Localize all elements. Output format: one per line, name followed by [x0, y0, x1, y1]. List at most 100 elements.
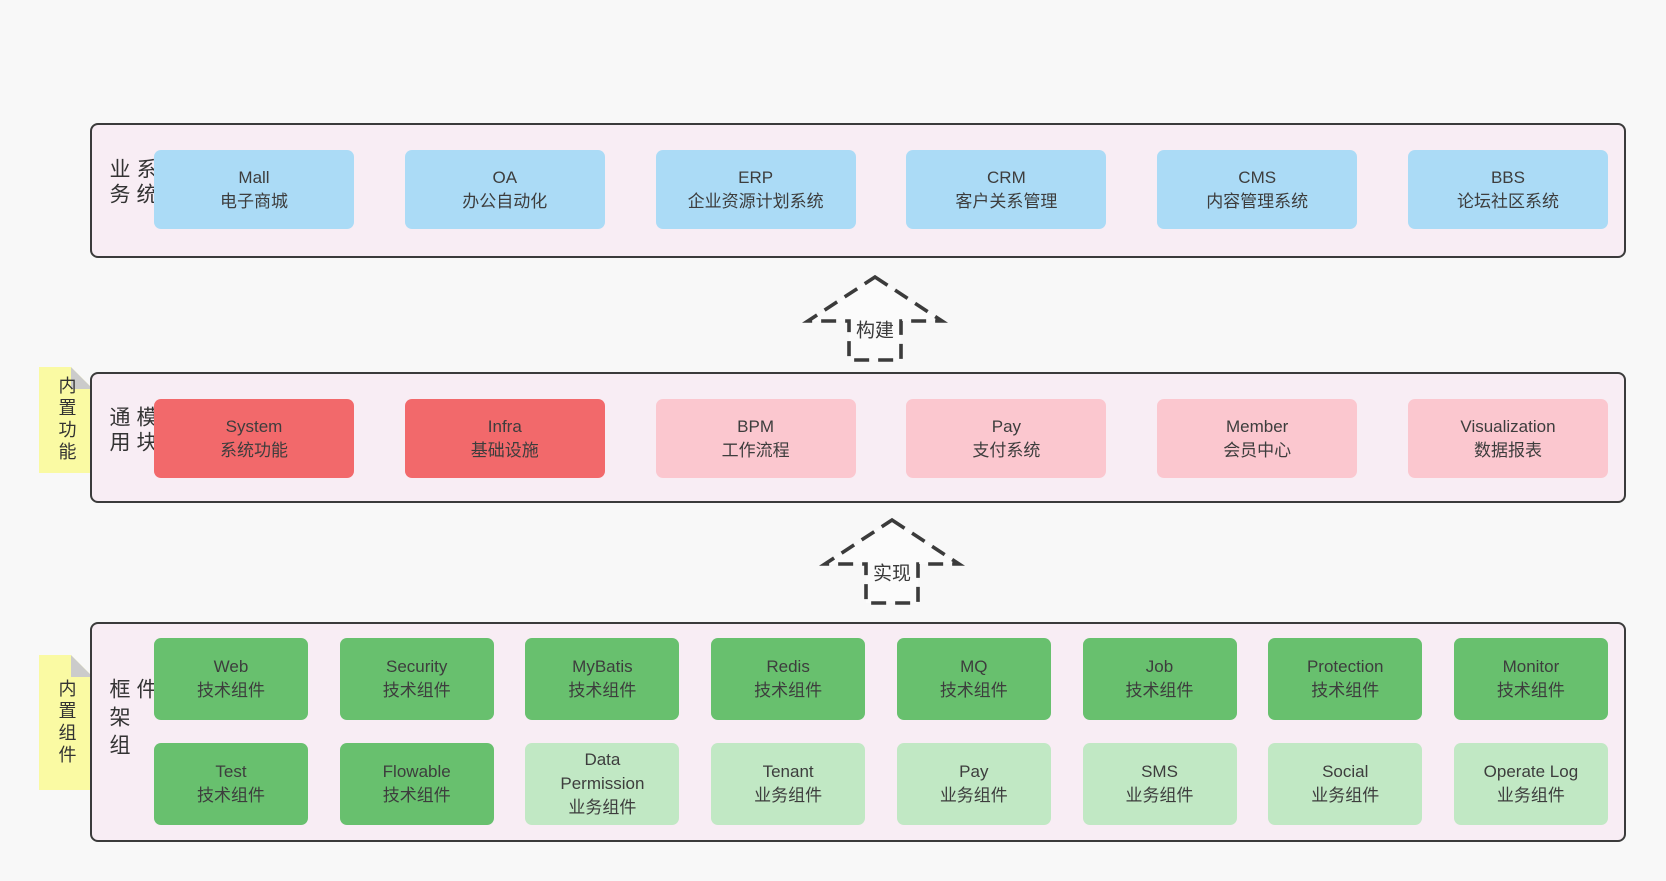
business-modules-row: Mall 电子商城 OA 办公自动化 ERP 企业资源计划系统 CRM 客户关系… — [154, 150, 1608, 229]
component-web: Web 技术组件 — [154, 638, 308, 720]
component-name: SMS — [1141, 762, 1178, 781]
component-desc: 业务组件 — [754, 786, 823, 805]
component-desc: 技术组件 — [1496, 681, 1565, 700]
component-desc: 技术组件 — [1125, 681, 1194, 700]
component-desc: 业务组件 — [1496, 786, 1565, 805]
module-crm: CRM 客户关系管理 — [906, 150, 1107, 229]
component-protection: Protection 技术组件 — [1268, 638, 1423, 720]
component-name: MQ — [960, 657, 988, 676]
component-desc: 技术组件 — [197, 786, 265, 805]
component-name: Tenant — [762, 762, 814, 781]
component-name: Social — [1322, 762, 1369, 781]
component-desc: 业务组件 — [939, 786, 1008, 805]
module-desc: 办公自动化 — [462, 191, 548, 211]
arrow-label: 构建 — [851, 315, 899, 343]
module-bpm: BPM 工作流程 — [655, 399, 856, 478]
module-pay: Pay 支付系统 — [906, 399, 1107, 478]
framework-row-1: Web 技术组件 Security 技术组件 MyBatis 技术组件 Redi… — [154, 638, 1608, 720]
component-name: Test — [215, 762, 247, 781]
module-desc: 会员中心 — [1223, 440, 1292, 460]
component-desc: 技术组件 — [382, 681, 451, 700]
module-name: ERP — [738, 167, 774, 187]
sticky-note-built-in-functions: 内置功能 — [39, 367, 93, 473]
component-job: Job 技术组件 — [1082, 638, 1237, 720]
component-tenant: Tenant 业务组件 — [711, 743, 866, 825]
layer-label: 业务系统 — [107, 157, 157, 208]
layer-framework-components: 框架组件 Web 技术组件 Security 技术组件 MyBatis 技术组件… — [90, 622, 1626, 842]
component-name: Security — [385, 657, 448, 676]
module-member: Member 会员中心 — [1157, 399, 1358, 478]
module-desc: 数据报表 — [1473, 440, 1542, 460]
component-data-permission: Data Permission 业务组件 — [525, 743, 680, 825]
component-name: Protection — [1306, 657, 1384, 676]
module-name: OA — [492, 167, 518, 187]
layer-business-systems: 业务系统 Mall 电子商城 OA 办公自动化 ERP 企业资源计划系统 CRM… — [90, 123, 1626, 258]
module-name: Mall — [238, 167, 270, 187]
module-name: Infra — [487, 416, 522, 436]
sticky-note-built-in-components: 内置组件 — [39, 655, 93, 790]
component-desc: 技术组件 — [1311, 681, 1380, 700]
component-operate-log: Operate Log 业务组件 — [1453, 743, 1608, 825]
sticky-label: 内置组件 — [56, 678, 77, 767]
module-desc: 支付系统 — [972, 440, 1041, 460]
module-name: Pay — [991, 416, 1022, 436]
component-desc: 技术组件 — [568, 681, 637, 700]
component-monitor: Monitor 技术组件 — [1453, 638, 1608, 720]
layer-label: 框架组件 — [107, 678, 157, 762]
arrow-label: 实现 — [868, 558, 916, 586]
component-desc: 业务组件 — [568, 798, 637, 817]
component-name: Redis — [766, 657, 810, 676]
module-system: System 系统功能 — [154, 399, 354, 478]
component-name: Data Permission — [560, 750, 645, 793]
up-arrow-implement-icon: 实现 — [818, 517, 966, 605]
module-bbs: BBS 论坛社区系统 — [1407, 150, 1608, 229]
module-cms: CMS 内容管理系统 — [1157, 150, 1358, 229]
module-visualization: Visualization 数据报表 — [1407, 399, 1608, 478]
component-mybatis: MyBatis 技术组件 — [525, 638, 680, 720]
layer-common-modules: 通用模块 System 系统功能 Infra 基础设施 BPM 工作流程 Pay… — [90, 372, 1626, 503]
component-security: Security 技术组件 — [339, 638, 494, 720]
component-mq: MQ 技术组件 — [896, 638, 1051, 720]
module-name: Member — [1226, 416, 1289, 436]
module-desc: 系统功能 — [220, 440, 288, 460]
component-redis: Redis 技术组件 — [711, 638, 866, 720]
component-desc: 业务组件 — [1125, 786, 1194, 805]
module-desc: 电子商城 — [220, 191, 288, 211]
module-oa: OA 办公自动化 — [404, 150, 605, 229]
module-desc: 基础设施 — [470, 440, 539, 460]
module-name: CRM — [987, 167, 1026, 187]
framework-row-2: Test 技术组件 Flowable 技术组件 Data Permission … — [154, 743, 1608, 825]
module-mall: Mall 电子商城 — [154, 150, 354, 229]
module-erp: ERP 企业资源计划系统 — [655, 150, 856, 229]
module-desc: 内容管理系统 — [1206, 191, 1309, 211]
component-desc: 技术组件 — [197, 681, 265, 700]
layer-label: 通用模块 — [107, 405, 157, 456]
component-name: Flowable — [382, 762, 451, 781]
up-arrow-build-icon: 构建 — [801, 274, 949, 362]
component-test: Test 技术组件 — [154, 743, 308, 825]
component-name: Web — [213, 657, 249, 676]
component-name: Pay — [959, 762, 989, 781]
component-desc: 技术组件 — [939, 681, 1008, 700]
module-name: BPM — [737, 416, 775, 436]
component-social: Social 业务组件 — [1268, 743, 1423, 825]
module-name: BBS — [1490, 167, 1525, 187]
component-name: Job — [1145, 657, 1174, 676]
component-sms: SMS 业务组件 — [1082, 743, 1237, 825]
component-desc: 技术组件 — [754, 681, 823, 700]
component-name: Monitor — [1502, 657, 1560, 676]
component-pay: Pay 业务组件 — [896, 743, 1051, 825]
module-name: CMS — [1238, 167, 1277, 187]
module-desc: 工作流程 — [721, 440, 790, 460]
sticky-label: 内置功能 — [56, 376, 77, 464]
module-desc: 企业资源计划系统 — [687, 191, 824, 211]
component-flowable: Flowable 技术组件 — [339, 743, 494, 825]
module-desc: 客户关系管理 — [955, 191, 1058, 211]
component-desc: 技术组件 — [382, 786, 451, 805]
component-desc: 业务组件 — [1311, 786, 1380, 805]
module-name: Visualization — [1460, 416, 1556, 436]
module-desc: 论坛社区系统 — [1456, 191, 1559, 211]
common-modules-row: System 系统功能 Infra 基础设施 BPM 工作流程 Pay 支付系统… — [154, 399, 1608, 478]
module-infra: Infra 基础设施 — [404, 399, 605, 478]
